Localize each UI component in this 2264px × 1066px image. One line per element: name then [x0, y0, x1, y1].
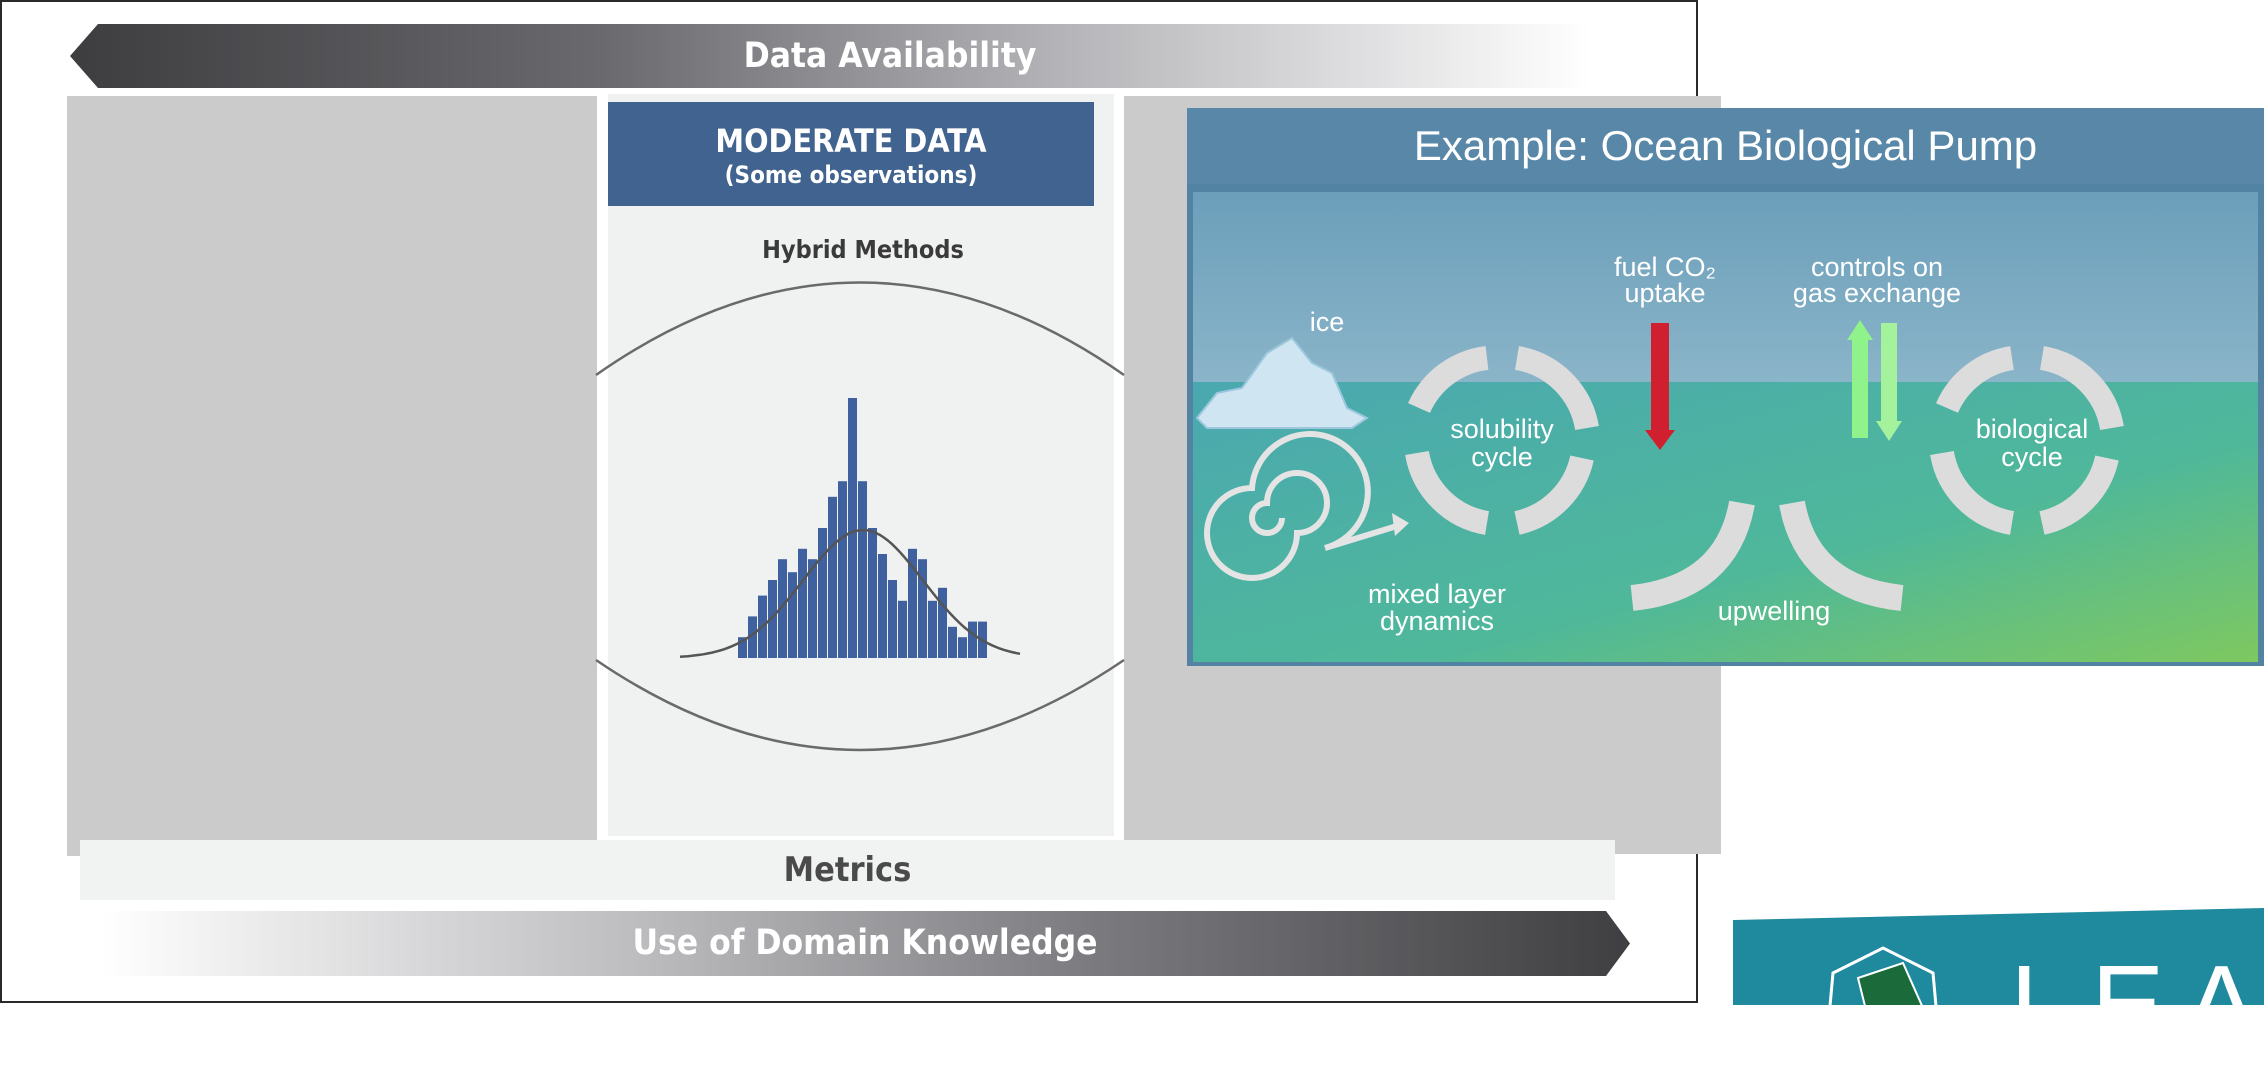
histogram-bar: [748, 616, 757, 658]
ice-label: ice: [1310, 307, 1345, 337]
mixed-label-1: mixed layer: [1368, 579, 1506, 609]
red-arrow-icon: [1651, 323, 1669, 433]
biological-cycle-icon: [1930, 346, 2124, 535]
histogram-bar: [948, 626, 957, 658]
histogram-bar: [888, 580, 897, 658]
histogram-bar: [838, 481, 847, 658]
upwelling-left-arrow-icon: [1630, 500, 1755, 611]
histogram-bar: [798, 548, 807, 658]
histogram-bar: [788, 572, 797, 658]
ocean-example-title: Example: Ocean Biological Pump: [1187, 108, 2264, 184]
histogram-bar: [768, 580, 777, 658]
histogram-bar: [848, 398, 857, 658]
globe-logo-icon: [1826, 946, 1940, 1005]
normal-curve: [679, 528, 1021, 659]
histogram-bar: [778, 559, 787, 658]
ice-shape: [1195, 336, 1369, 429]
histogram-illustration: [595, 281, 1125, 752]
red-arrow-head: [1645, 430, 1675, 450]
logo-text: LEA: [2010, 943, 2264, 1066]
domain-knowledge-label: Use of Domain Knowledge: [632, 923, 1098, 963]
histogram-bar: [738, 637, 747, 658]
fuel-label-1: fuel CO₂: [1614, 252, 1716, 282]
solubility-cycle-icon: [1405, 346, 1599, 535]
moderate-data-title: MODERATE DATA: [715, 122, 987, 160]
mixed-layer-spiral-icon: [1204, 431, 1398, 581]
histogram-bar: [918, 559, 927, 658]
metrics-band: Metrics: [80, 840, 1615, 900]
green-up-arrow-icon: [1852, 338, 1868, 438]
hybrid-ellipse-top: [595, 281, 1125, 377]
solubility-label-2: cycle: [1471, 442, 1533, 472]
moderate-data-header: MODERATE DATA (Some observations): [608, 102, 1094, 206]
histogram-bar: [808, 559, 817, 658]
ocean-biological-pump-panel: Example: Ocean Biological Pump ice solub…: [1187, 108, 2264, 666]
mixed-label-2: dynamics: [1380, 606, 1494, 636]
moderate-data-card: [598, 94, 1124, 836]
histogram-bar: [968, 621, 977, 658]
upwelling-label: upwelling: [1718, 596, 1831, 626]
hybrid-methods-label: Hybrid Methods: [762, 235, 964, 264]
upwelling-right-arrow-icon: [1779, 500, 1904, 611]
biological-label-2: cycle: [2001, 442, 2063, 472]
moderate-data-subtitle: (Some observations): [724, 161, 978, 189]
histogram-bar: [898, 600, 907, 658]
hybrid-ellipse-bottom: [595, 658, 1125, 752]
data-availability-label: Data Availability: [743, 36, 1037, 76]
fuel-label-2: uptake: [1624, 278, 1705, 308]
histogram-bar: [908, 548, 917, 658]
histogram-bar: [958, 637, 967, 658]
histogram-bar: [818, 528, 827, 658]
histogram-bar: [938, 587, 947, 658]
green-down-arrow-icon: [1881, 323, 1897, 423]
solubility-label-1: solubility: [1450, 414, 1554, 444]
biological-label-1: biological: [1976, 414, 2089, 444]
histogram-bar: [858, 481, 867, 658]
histogram-bar: [828, 496, 837, 658]
histogram-bar: [868, 528, 877, 658]
controls-label-2: gas exchange: [1793, 278, 1961, 308]
histogram-bar: [928, 600, 937, 658]
ocean-pump-diagram: ice solubility cycle biological cycle fu…: [1193, 192, 2258, 662]
histogram-bar: [878, 554, 887, 658]
domain-knowledge-arrow: [100, 911, 1630, 976]
controls-label-1: controls on: [1811, 252, 1943, 282]
left-panel-placeholder: [67, 96, 597, 856]
metrics-label: Metrics: [783, 850, 912, 890]
logo-panel: [1733, 908, 2264, 1005]
data-availability-arrow: [70, 24, 1590, 88]
